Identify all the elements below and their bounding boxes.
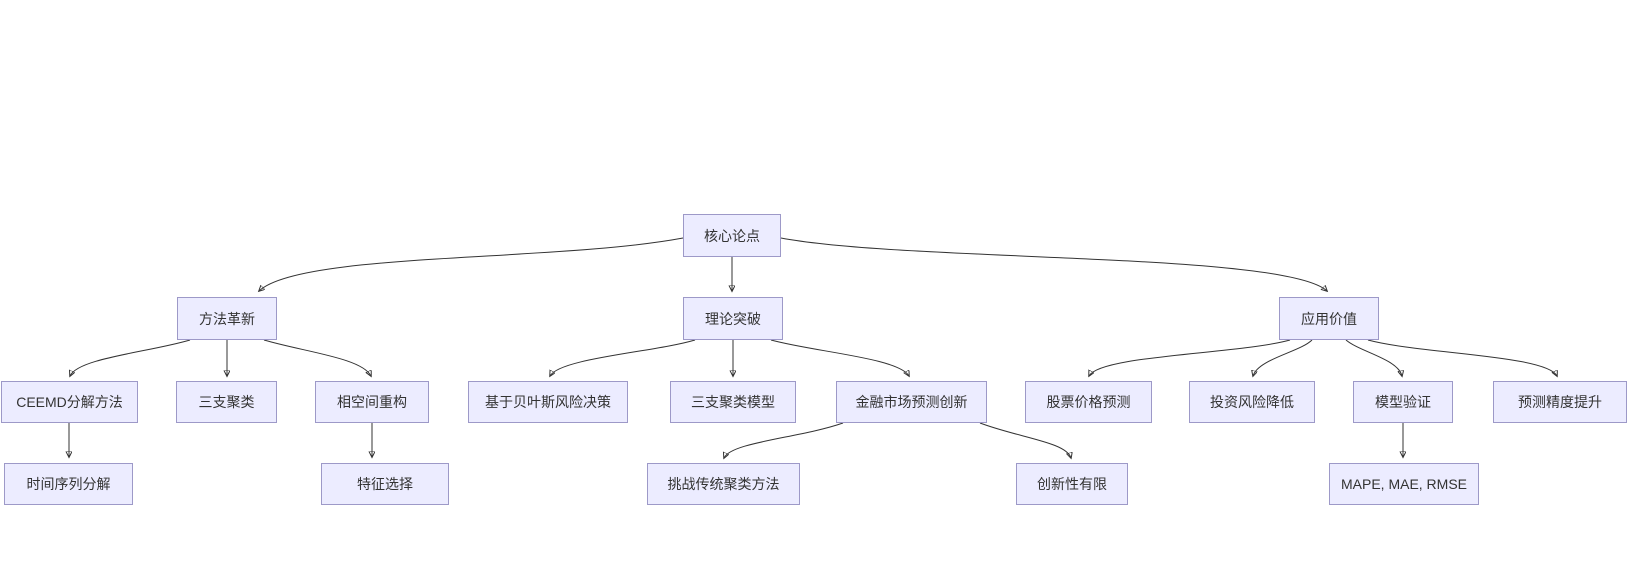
node-label: 特征选择: [357, 476, 413, 492]
node-three-way-clustering: 三支聚类: [176, 381, 277, 423]
node-label: 股票价格预测: [1046, 394, 1131, 410]
edge-application-to-stock: [1089, 339, 1291, 376]
edge-method-to-phasespace: [263, 339, 371, 376]
node-limited-novelty: 创新性有限: [1016, 463, 1128, 505]
node-label: CEEMD分解方法: [16, 394, 123, 410]
node-model-validation: 模型验证: [1353, 381, 1453, 423]
node-label: 核心论点: [704, 227, 760, 244]
node-feature-selection: 特征选择: [321, 463, 449, 505]
node-forecast-accuracy-improvement: 预测精度提升: [1493, 381, 1627, 423]
node-theory-breakthrough: 理论突破: [683, 297, 783, 340]
node-label: 三支聚类: [198, 394, 255, 410]
node-label: 预测精度提升: [1518, 394, 1602, 410]
node-label: 时间序列分解: [26, 476, 111, 492]
edge-core-to-method: [259, 237, 684, 291]
node-challenge-traditional-clustering: 挑战传统聚类方法: [647, 463, 800, 505]
edge-financial-to-novelty: [979, 422, 1071, 458]
node-label: 金融市场预测创新: [855, 394, 968, 410]
node-label: 理论突破: [705, 310, 761, 327]
edge-application-to-risk: [1253, 339, 1313, 376]
edge-application-to-validation: [1345, 339, 1402, 376]
node-label: 三支聚类模型: [691, 394, 775, 410]
node-bayes-risk-decision: 基于贝叶斯风险决策: [468, 381, 628, 423]
edge-application-to-accuracy: [1367, 339, 1557, 376]
node-label: 创新性有限: [1037, 476, 1107, 492]
node-application-value: 应用价值: [1279, 297, 1379, 340]
node-three-way-cluster-model: 三支聚类模型: [670, 381, 796, 423]
node-label: 应用价值: [1301, 310, 1357, 327]
node-label: 相空间重构: [337, 394, 407, 410]
node-method-innovation: 方法革新: [177, 297, 277, 340]
node-stock-price-forecast: 股票价格预测: [1025, 381, 1152, 423]
edge-method-to-ceemd: [70, 339, 191, 376]
node-phase-space-reconstruction: 相空间重构: [315, 381, 429, 423]
node-label: MAPE, MAE, RMSE: [1340, 476, 1468, 492]
node-investment-risk-reduction: 投资风险降低: [1189, 381, 1315, 423]
edge-financial-to-challenge: [724, 422, 844, 458]
node-label: 方法革新: [199, 310, 255, 327]
node-time-series-decomposition: 时间序列分解: [4, 463, 133, 505]
node-label: 模型验证: [1375, 394, 1431, 410]
node-label: 挑战传统聚类方法: [667, 476, 780, 492]
node-label: 投资风险降低: [1210, 394, 1294, 410]
node-ceemd-decomposition: CEEMD分解方法: [1, 381, 138, 423]
node-financial-market-forecast-innovation: 金融市场预测创新: [836, 381, 987, 423]
node-core-thesis: 核心论点: [683, 214, 781, 257]
node-label: 基于贝叶斯风险决策: [485, 394, 611, 410]
edge-theory-to-bayes: [550, 339, 696, 376]
edge-core-to-application: [780, 237, 1327, 291]
node-metrics: MAPE, MAE, RMSE: [1329, 463, 1479, 505]
edge-theory-to-financial: [770, 339, 909, 376]
